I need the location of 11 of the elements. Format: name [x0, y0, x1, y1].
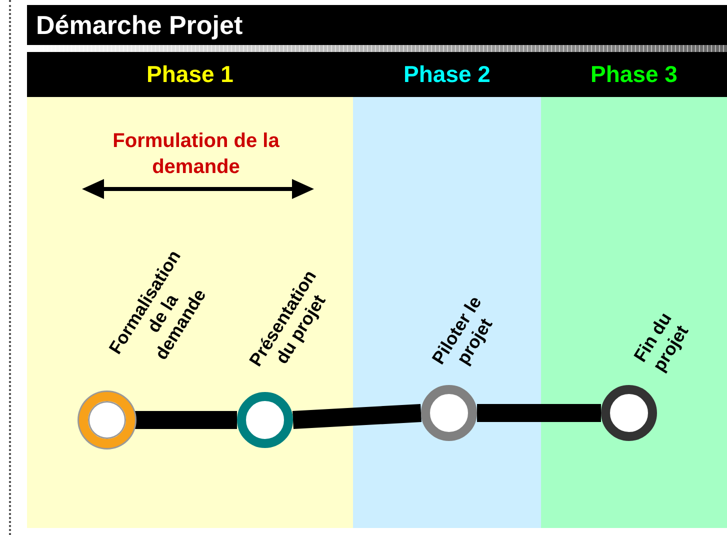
phase-title: Phase 3 — [590, 61, 678, 88]
span-label: Formulation de la demande — [112, 129, 280, 180]
phase-title: Phase 2 — [404, 61, 490, 88]
diagram-title: Démarche Projet — [36, 10, 243, 41]
connector-line — [477, 404, 601, 422]
phase-column — [353, 52, 541, 528]
phase-column — [27, 52, 353, 528]
milestone-circle — [79, 392, 135, 448]
connector-line — [135, 411, 237, 429]
phase-title: Phase 1 — [146, 61, 234, 88]
phase-column — [541, 52, 727, 528]
